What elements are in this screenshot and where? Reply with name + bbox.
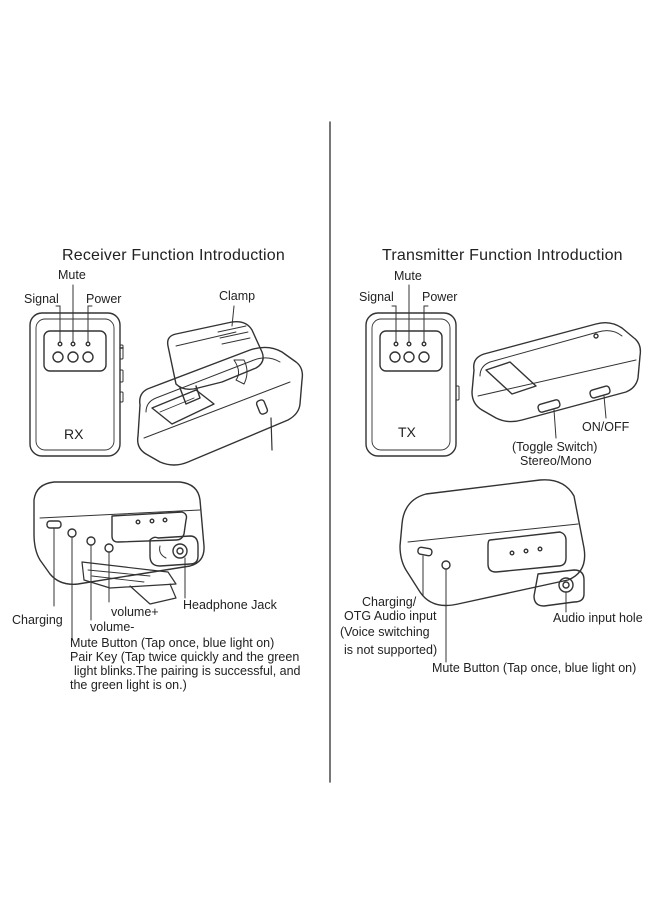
tx-iso-device (471, 321, 642, 423)
receiver-title: Receiver Function Introduction (62, 247, 285, 264)
tx-charging-line2: OTG Audio input (344, 609, 437, 623)
tx-charging-line3: (Voice switching (340, 625, 430, 639)
tx-charging-line1: Charging/ (362, 595, 417, 609)
tx-stereo-mono-label: Stereo/Mono (520, 454, 592, 468)
rx-device-label: RX (64, 426, 84, 442)
tx-charging-line4: is not supported) (344, 643, 438, 657)
rx-power-label: Power (86, 292, 122, 306)
rx-volume-plus-label: volume+ (111, 605, 159, 619)
tx-signal-label: Signal (359, 290, 394, 304)
tx-mute-label: Mute (394, 269, 422, 283)
tx-power-label: Power (422, 290, 458, 304)
rx-headphone-jack-label: Headphone Jack (183, 598, 277, 612)
tx-side-device (399, 479, 586, 607)
tx-mute-button-label: Mute Button (Tap once, blue light on) (432, 661, 637, 675)
rx-mute-button-label: Mute Button (Tap once, blue light on) (70, 636, 275, 650)
rx-volume-minus-label: volume- (90, 620, 135, 634)
rx-side-device (33, 481, 205, 605)
rx-clamp-label: Clamp (219, 289, 256, 303)
transmitter-title: Transmitter Function Introduction (382, 247, 623, 264)
tx-on-off-label: ON/OFF (582, 420, 630, 434)
rx-signal-label: Signal (24, 292, 59, 306)
tx-device-label: TX (398, 424, 416, 440)
rx-iso-device (136, 346, 304, 466)
rx-pair-key-line1: Pair Key (Tap twice quickly and the gree… (70, 650, 300, 664)
rx-pair-key-line3: the green light is on.) (70, 678, 187, 692)
tx-toggle-switch-label: (Toggle Switch) (512, 440, 598, 454)
rx-charging-label: Charging (12, 613, 63, 627)
tx-audio-input-label: Audio input hole (553, 611, 643, 625)
rx-mute-label: Mute (58, 268, 86, 282)
rx-pair-key-line2: light blinks.The pairing is successful, … (74, 664, 301, 678)
rx-clamp (166, 320, 264, 405)
